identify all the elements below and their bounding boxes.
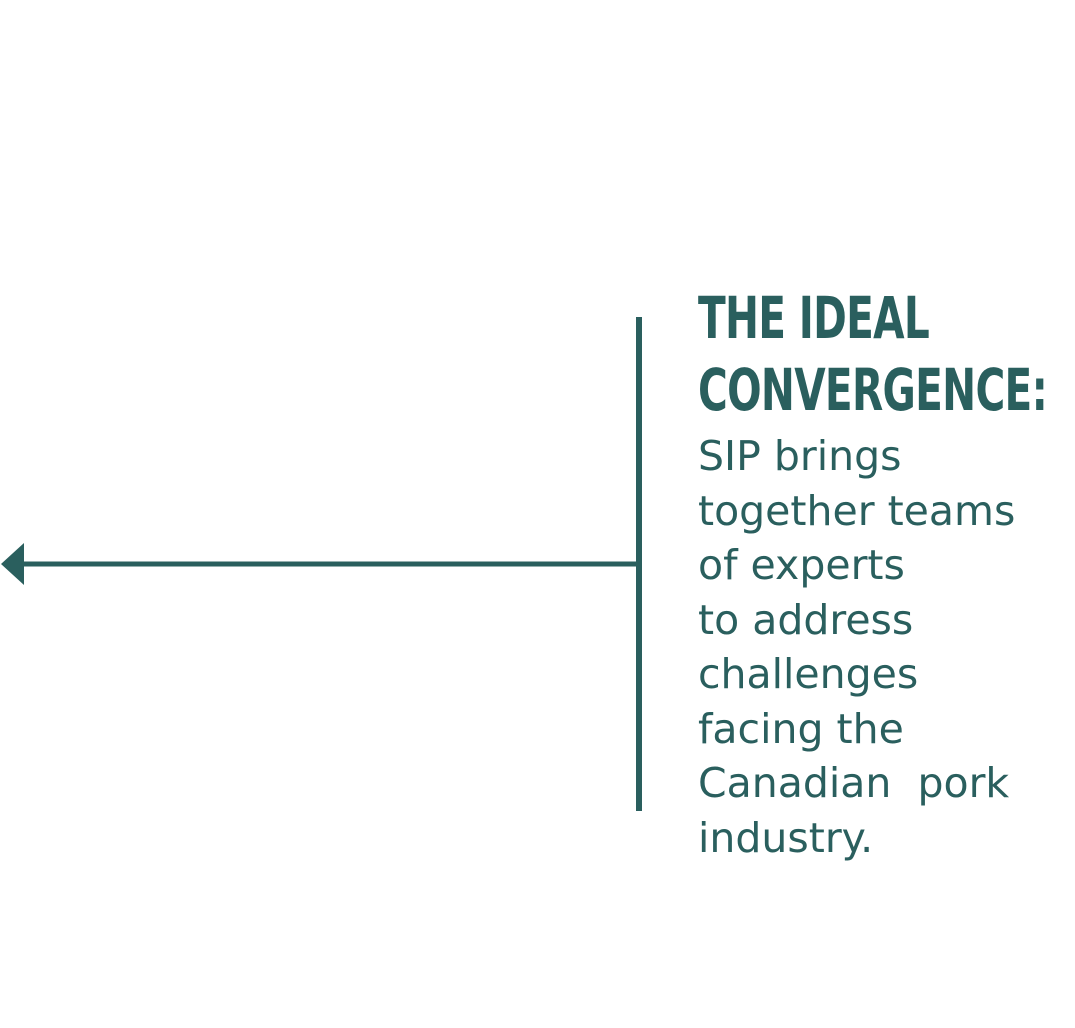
description-line-5: challenges [698,650,919,698]
description-line-2: together teams [698,486,1016,535]
heading: THE IDEAL CONVERGENCE: [698,282,1075,426]
description-line-4: to address [698,595,914,644]
arrow-left-icon [1,543,24,585]
description-line-7: Canadian pork [698,759,1010,807]
description-line-8: industry. [698,813,874,862]
heading-line-1: THE IDEAL [698,284,930,352]
text-block: THE IDEAL CONVERGENCE: SIP brings togeth… [698,282,1075,865]
description-line-3: of experts [698,541,905,589]
description-line-6: facing the [698,704,904,753]
heading-line-2: CONVERGENCE: [698,356,1048,424]
description-line-1: SIP brings [698,432,902,480]
description: SIP brings together teams of experts to … [698,429,1075,865]
